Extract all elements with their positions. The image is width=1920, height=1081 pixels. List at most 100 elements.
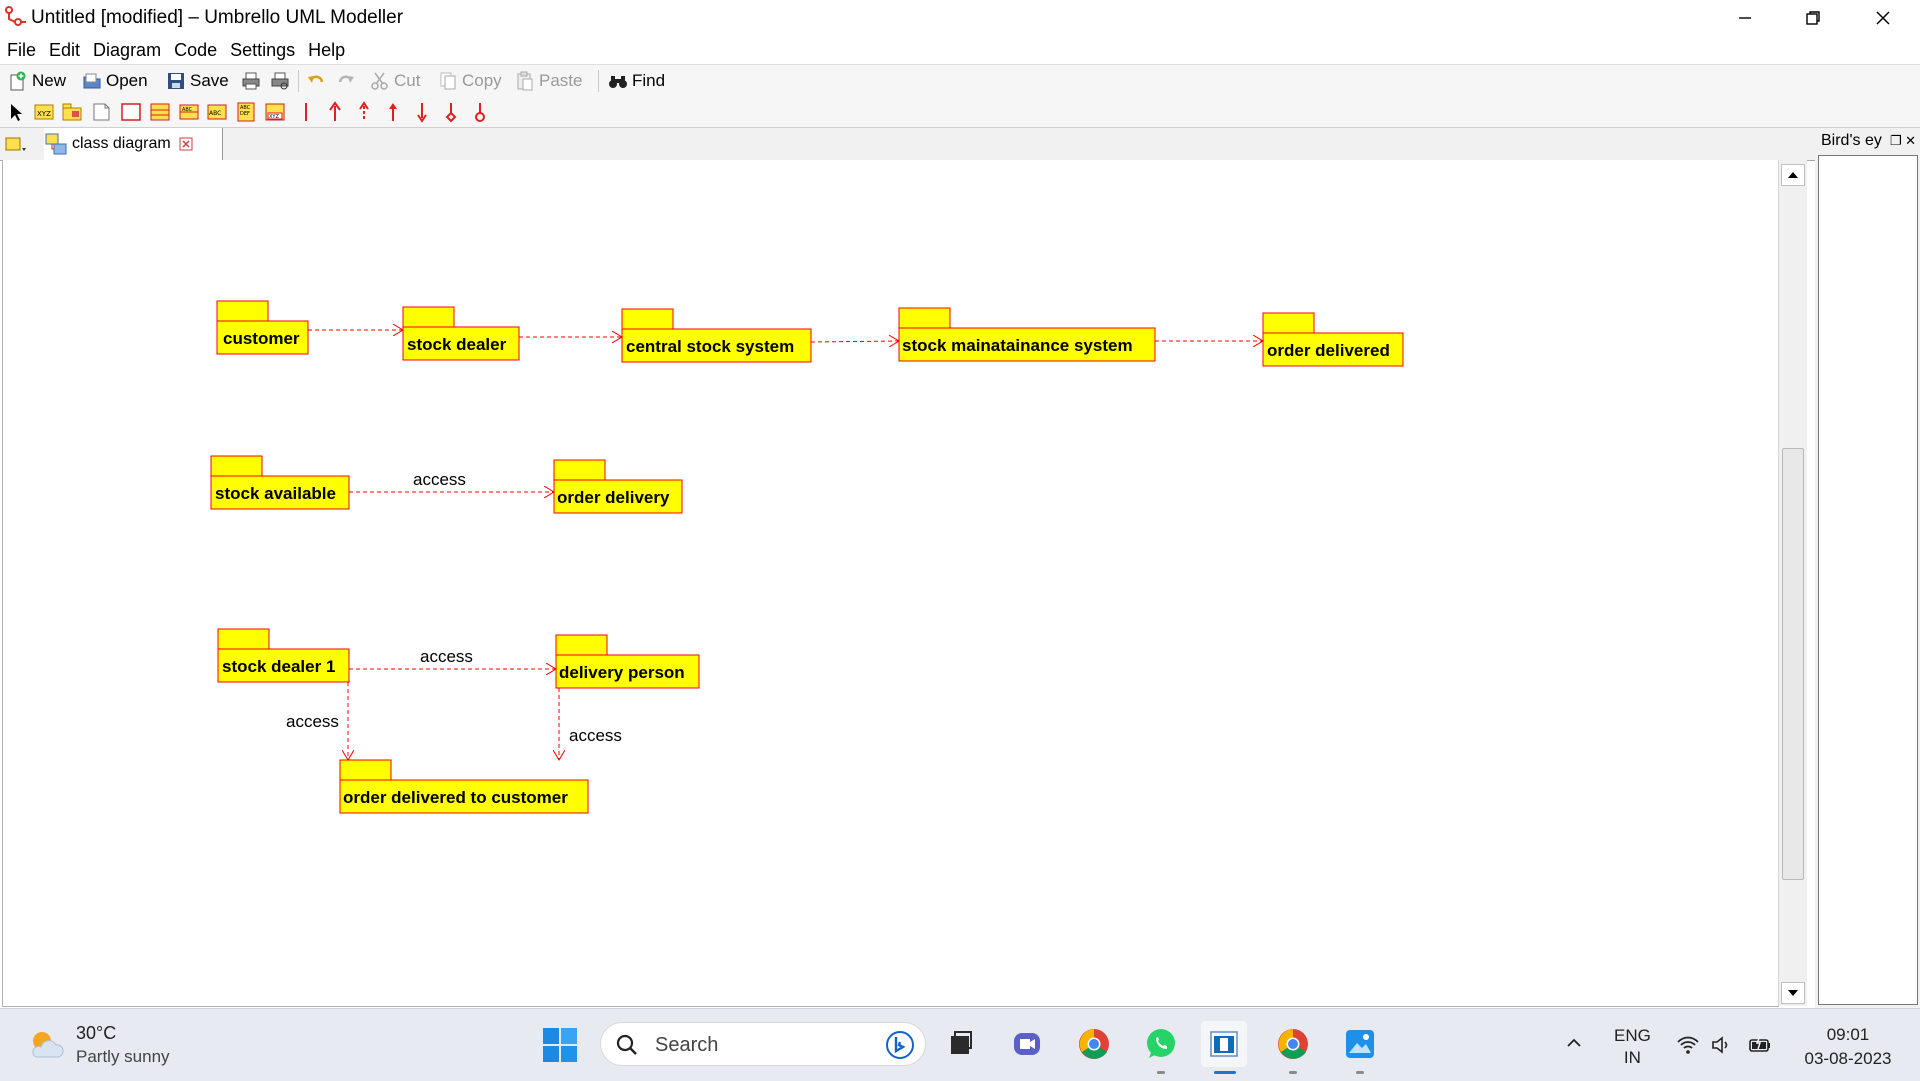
select-tool[interactable] (6, 101, 28, 123)
taskbar-search-box[interactable]: Search (600, 1022, 926, 1066)
menu-file[interactable]: File (7, 40, 37, 60)
running-indicator (1289, 1071, 1297, 1074)
generalization-tool[interactable] (324, 101, 346, 123)
access-label: access (413, 470, 466, 489)
package-order-delivered[interactable]: order delivered (1262, 312, 1404, 367)
dependency-line[interactable] (810, 341, 899, 342)
line-tool[interactable] (295, 101, 317, 123)
chrome-second-button[interactable] (1274, 1025, 1312, 1063)
menu-settings[interactable]: Settings (230, 40, 296, 60)
tab-class-diagram[interactable]: class diagram (44, 128, 223, 160)
birds-eye-view[interactable] (1818, 155, 1918, 1005)
undo-button[interactable] (306, 68, 330, 94)
video-chat-icon (1014, 1033, 1040, 1055)
save-label: Save (190, 71, 229, 90)
clock-time: 09:01 (1826, 1025, 1870, 1044)
find-button[interactable]: Find (608, 68, 665, 94)
umbrello-taskbar-button[interactable] (1201, 1021, 1247, 1067)
object-tool[interactable]: XYZ (264, 101, 286, 123)
package-tool[interactable] (61, 101, 83, 123)
whatsapp-button[interactable] (1142, 1025, 1180, 1063)
class-tool[interactable]: XYZ (33, 101, 55, 123)
menu-code[interactable]: Code (174, 40, 218, 60)
teams-chat-button[interactable] (1008, 1025, 1046, 1063)
redo-button[interactable] (336, 68, 360, 94)
vertical-scrollbar[interactable] (1778, 160, 1807, 1006)
package-stock-dealer-1[interactable]: stock dealer 1 (217, 628, 350, 683)
arrow-down-icon (417, 103, 427, 123)
new-button[interactable]: New (8, 68, 66, 94)
volume-icon[interactable] (1710, 1033, 1734, 1057)
print-button[interactable] (241, 68, 265, 94)
new-diagram-menu-icon[interactable] (4, 134, 30, 156)
copy-button[interactable]: Copy (438, 68, 502, 94)
menu-diagram[interactable]: Diagram (93, 40, 162, 60)
svg-text:ABC: ABC (240, 105, 251, 111)
association-tool[interactable] (411, 101, 433, 123)
partly-sunny-icon[interactable] (26, 1025, 66, 1065)
menu-help[interactable]: Help (308, 40, 346, 60)
running-indicator (1356, 1071, 1364, 1074)
package-order-delivery[interactable]: order delivery (553, 459, 683, 514)
save-button[interactable]: Save (166, 68, 229, 94)
package-delivery-person[interactable]: delivery person (555, 634, 700, 689)
diagram-tab-bar: class diagram (0, 128, 1815, 161)
scroll-down-button[interactable] (1781, 982, 1805, 1004)
windows-start-icon[interactable] (542, 1027, 578, 1063)
task-view-button[interactable] (941, 1025, 979, 1063)
enum-tool[interactable]: ABC (206, 101, 228, 123)
package-stock-dealer[interactable]: stock dealer (402, 306, 520, 361)
tab-close-icon[interactable] (179, 137, 193, 151)
language-indicator[interactable]: ENG IN (1614, 1025, 1651, 1069)
toolbar-separator (598, 70, 599, 92)
restore-button[interactable] (1778, 0, 1848, 36)
datatype-tool[interactable]: ABC (178, 101, 200, 123)
package-label: stock mainatainance system (902, 336, 1133, 355)
scroll-up-button[interactable] (1781, 164, 1805, 186)
binoculars-icon (609, 76, 627, 88)
package-label: stock available (215, 484, 336, 503)
photos-button[interactable] (1341, 1025, 1379, 1063)
cut-button[interactable]: Cut (370, 68, 420, 94)
battery-charging-icon[interactable] (1748, 1033, 1772, 1057)
paste-label: Paste (539, 71, 583, 90)
print-preview-icon (271, 72, 289, 90)
minimize-button[interactable] (1710, 0, 1780, 36)
chevron-up-icon[interactable] (1564, 1033, 1584, 1053)
system-clock[interactable]: 09:01 03-08-2023 (1796, 1023, 1900, 1071)
float-panel-icon[interactable]: ❐ (1889, 133, 1902, 148)
package-stock-available[interactable]: stock available (210, 455, 350, 510)
package-order-delivered-to-customer[interactable]: order delivered to customer (339, 759, 589, 814)
bing-icon[interactable] (885, 1030, 915, 1060)
dependency-tool[interactable] (353, 101, 375, 123)
aggregation-tool[interactable] (440, 101, 462, 123)
chrome-button[interactable] (1075, 1025, 1113, 1063)
class-diagram[interactable]: customer stock dealer central stock syst… (3, 160, 1779, 1006)
wifi-icon[interactable] (1676, 1033, 1700, 1057)
box-icon (121, 103, 141, 121)
open-button[interactable]: Open (82, 68, 148, 94)
arrow-up-filled-icon (389, 103, 397, 121)
open-folder-icon (83, 73, 101, 89)
package-customer[interactable]: customer (216, 300, 309, 355)
birds-eye-title: Bird's ey (1821, 132, 1882, 149)
print-preview-button[interactable] (270, 68, 294, 94)
package-label: order delivery (557, 488, 670, 507)
paste-button[interactable]: Paste (515, 68, 582, 94)
menu-edit[interactable]: Edit (49, 40, 81, 60)
realization-tool[interactable] (382, 101, 404, 123)
copy-label: Copy (462, 71, 502, 90)
taskbar: 30°C Partly sunny Search ENG IN (0, 1008, 1920, 1081)
note-tool[interactable] (90, 101, 112, 123)
close-button[interactable] (1848, 0, 1918, 36)
close-panel-icon[interactable]: ✕ (1905, 133, 1916, 148)
diagram-canvas[interactable]: customer stock dealer central stock syst… (2, 160, 1779, 1007)
interface-tool[interactable] (149, 101, 171, 123)
package-stock-mainatainance-system[interactable]: stock mainatainance system (898, 307, 1156, 362)
package-central-stock-system[interactable]: central stock system (621, 308, 812, 363)
box-tool[interactable] (120, 101, 142, 123)
scroll-thumb[interactable] (1782, 448, 1804, 880)
containment-tool[interactable] (469, 101, 491, 123)
close-icon (1876, 11, 1890, 25)
